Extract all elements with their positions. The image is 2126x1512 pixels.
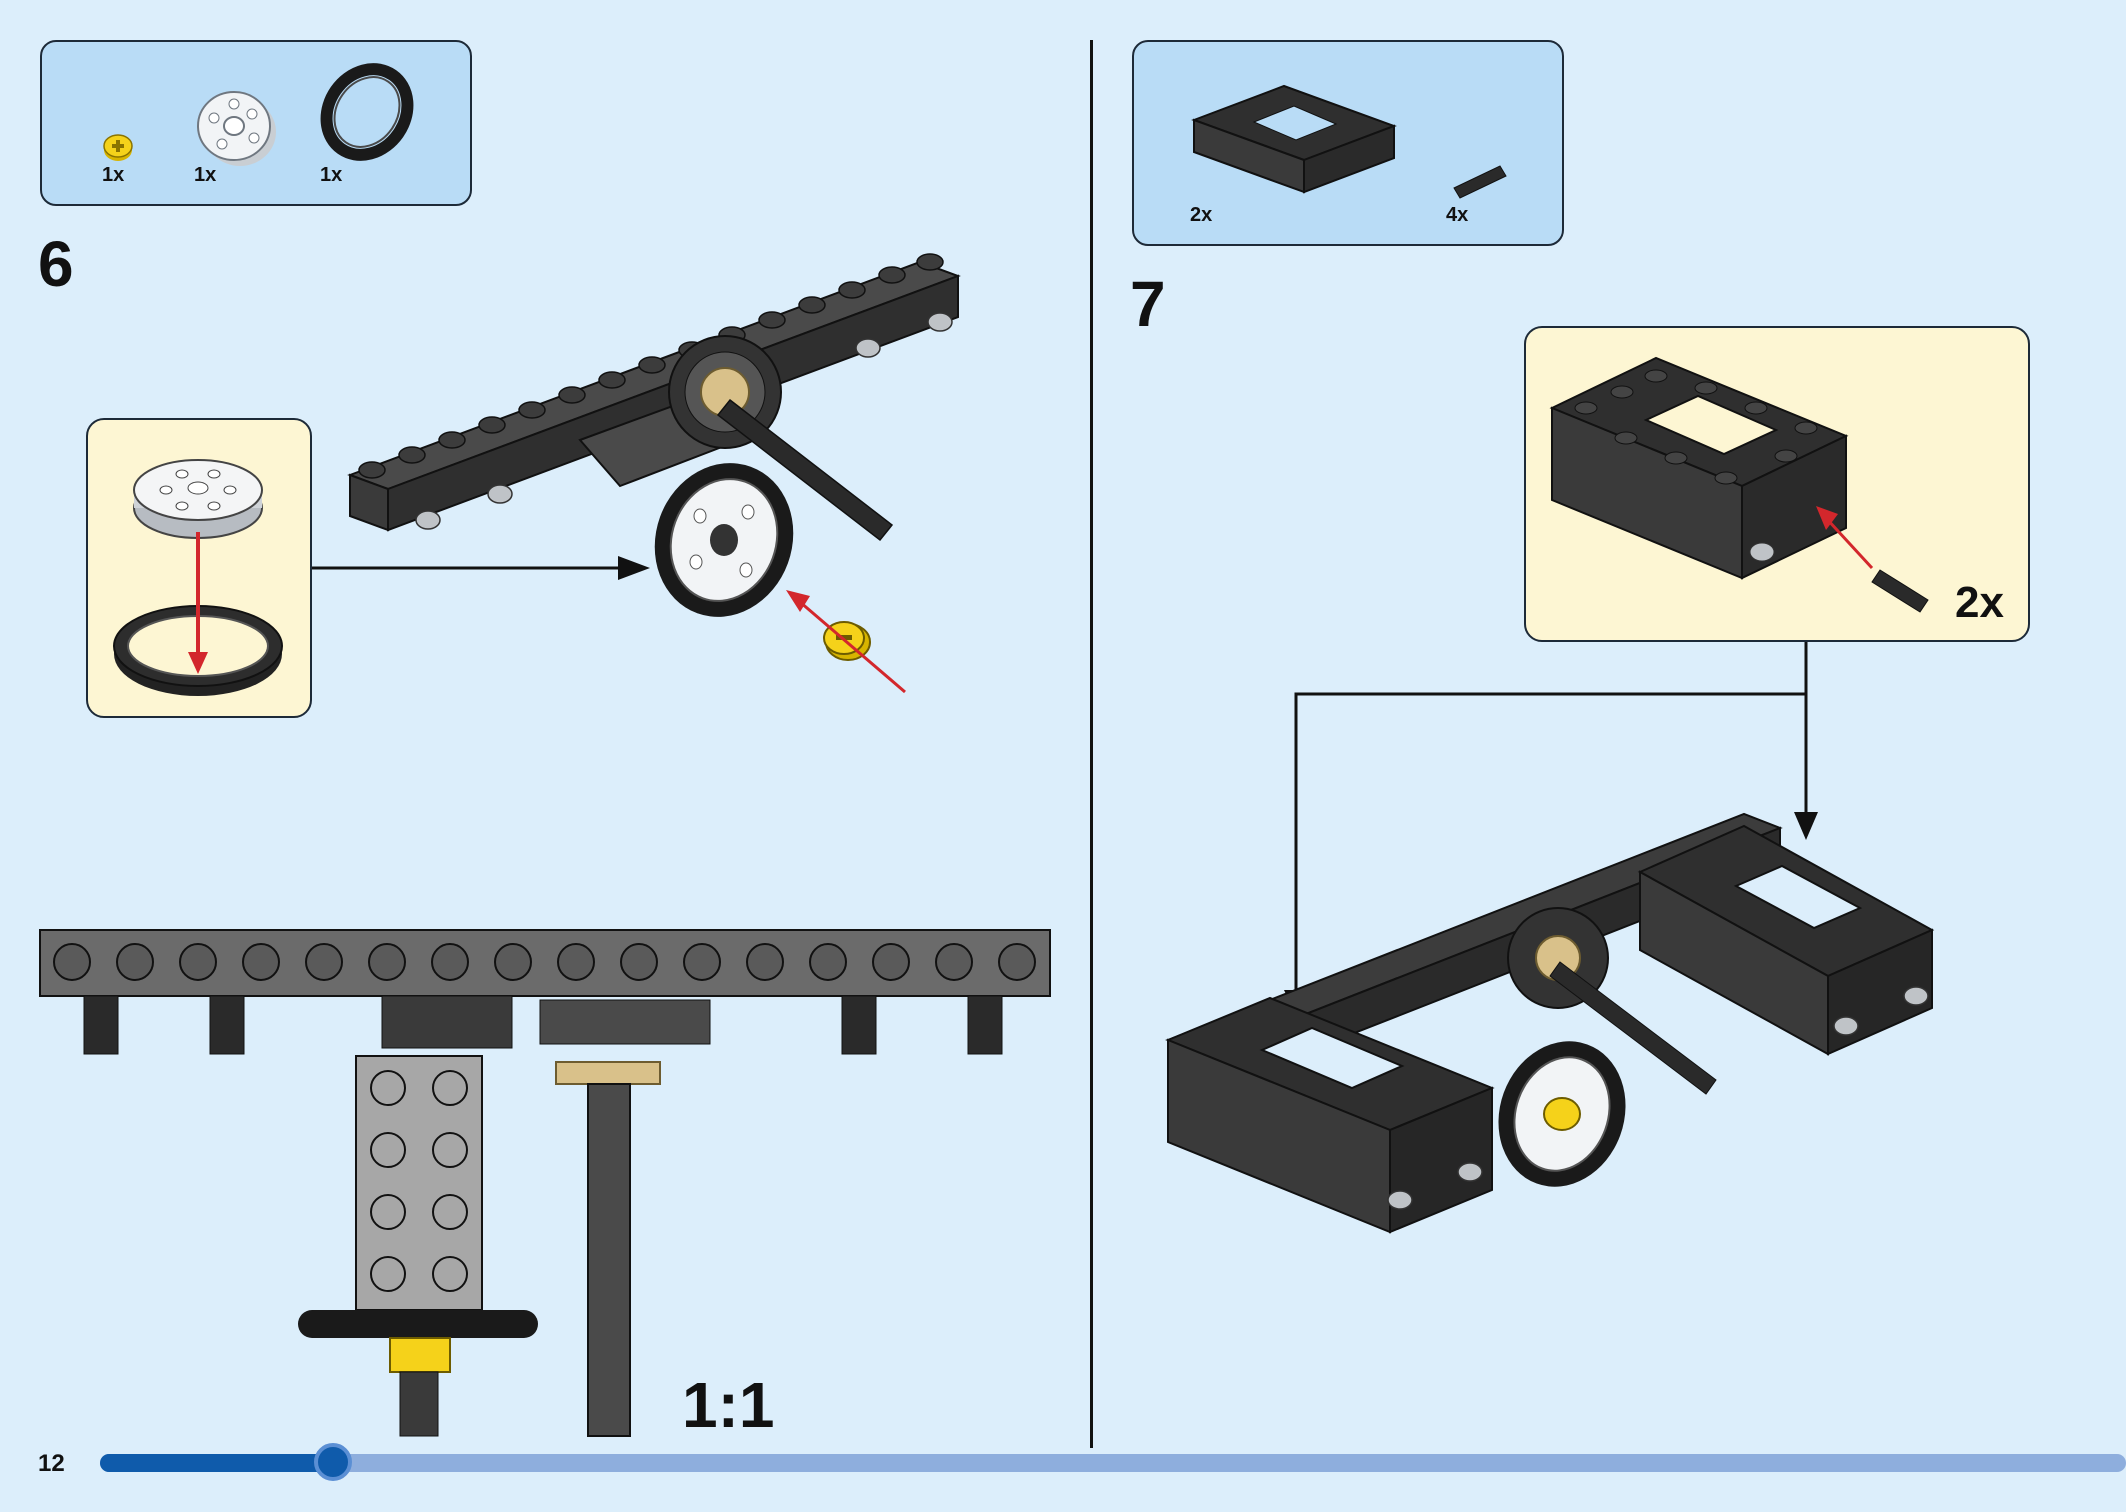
scale-bush xyxy=(389,1337,451,1373)
connector-arrowhead-left xyxy=(1284,990,1308,1016)
gear-icon xyxy=(1507,907,1609,1009)
connector-line-left xyxy=(1294,642,1808,998)
progress-fill xyxy=(100,1454,333,1472)
yellow-bush-icon xyxy=(103,134,133,161)
part-qty: 1x xyxy=(194,164,217,186)
scale-axle xyxy=(587,1083,631,1437)
insert-arrow-head xyxy=(1816,506,1838,530)
black-tire-icon xyxy=(320,63,414,161)
scale-brick-icon xyxy=(355,1055,483,1311)
tire-assembly-graphics xyxy=(113,459,283,696)
gear-icon xyxy=(668,335,782,449)
insert-arrow-line xyxy=(1824,516,1874,570)
frame-pin-graphics xyxy=(1549,356,1929,613)
scale-lower-axle xyxy=(399,1371,439,1437)
scale-gear-icon xyxy=(381,995,711,1049)
open-frame-icon xyxy=(1191,84,1397,194)
wheel-icon xyxy=(1498,1041,1626,1187)
friction-pins xyxy=(415,312,953,530)
down-arrow-head xyxy=(188,652,208,674)
step-6-number: 6 xyxy=(38,228,74,300)
part-qty: 4x xyxy=(1446,204,1469,226)
step6-parts-graphics xyxy=(103,63,414,166)
part-qty: 1x xyxy=(320,164,343,186)
step7-parts-graphics xyxy=(1191,84,1507,199)
yellow-bush-icon xyxy=(823,621,871,661)
scale-beam-icon xyxy=(39,929,1051,997)
part-qty: 2x xyxy=(1190,204,1213,226)
friction-pin-icon xyxy=(1453,165,1507,199)
friction-pin-icon xyxy=(1871,569,1929,613)
technic-beam-icon xyxy=(1165,812,1783,1094)
scale-bevel-gear xyxy=(555,1061,661,1085)
insert-arrow-line xyxy=(799,600,906,694)
step7-parts-list: 2x 4x xyxy=(1132,40,1564,246)
scale-tire xyxy=(298,1310,538,1338)
axle-icon xyxy=(1549,961,1717,1095)
progress-knob xyxy=(314,1443,352,1481)
friction-pins xyxy=(1387,986,1929,1210)
part-qty: 1x xyxy=(102,164,125,186)
right-frame-icon xyxy=(1637,824,1935,1056)
left-frame-icon xyxy=(1165,996,1495,1234)
scale-beam-holes xyxy=(53,943,1036,981)
frame-studs xyxy=(1574,369,1818,485)
technic-beam-icon xyxy=(347,260,961,532)
page-number: 12 xyxy=(38,1450,65,1477)
progress-track xyxy=(100,1454,2126,1472)
callout-count: 2x xyxy=(1955,578,2004,627)
pin-head xyxy=(1749,542,1775,562)
step7-frame-callout xyxy=(1524,326,2030,642)
beam-studs xyxy=(358,253,944,479)
column-divider xyxy=(1090,40,1093,1448)
step6-tire-callout xyxy=(86,418,312,718)
callout-connector-arrowhead xyxy=(618,556,650,580)
step6-parts-list: 1x 1x 1x xyxy=(40,40,472,206)
scale-ratio-label: 1:1 xyxy=(682,1369,775,1441)
pulley-icon xyxy=(133,459,263,539)
plate-icon xyxy=(578,394,742,488)
connector-arrowhead-right xyxy=(1794,812,1818,840)
step-7-number: 7 xyxy=(1130,268,1166,340)
axle-icon xyxy=(716,398,894,542)
white-pulley-icon xyxy=(197,91,276,166)
wheel-icon xyxy=(654,463,794,617)
scale-pins xyxy=(83,995,1003,1055)
insert-arrow-head xyxy=(786,590,810,612)
